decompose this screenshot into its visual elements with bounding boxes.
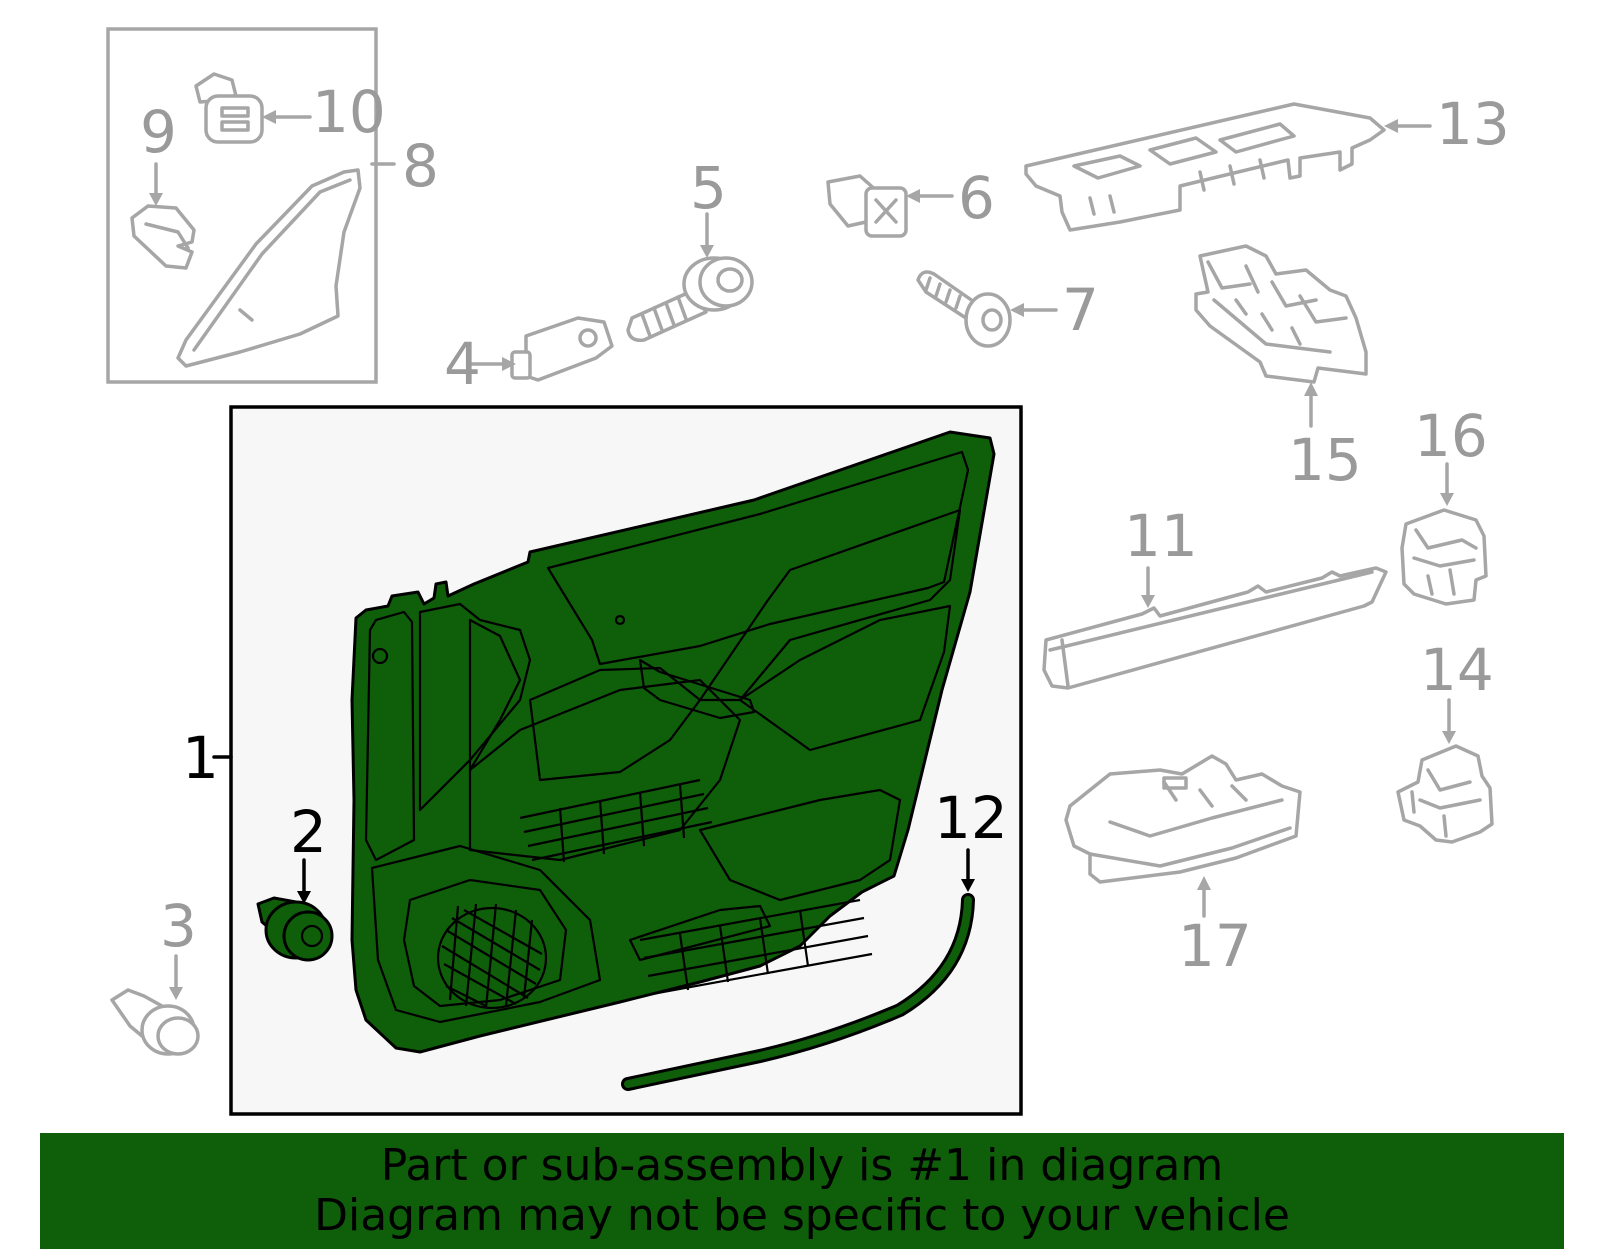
callout-16: 16 bbox=[1414, 402, 1488, 470]
part-8-garnish-icon[interactable] bbox=[176, 168, 362, 368]
part-15-window-switch-icon[interactable] bbox=[1194, 244, 1368, 384]
part-2-clip-icon[interactable] bbox=[256, 896, 334, 962]
callout-12: 12 bbox=[934, 784, 1008, 852]
callout-10: 10 bbox=[312, 78, 386, 146]
part-17-switch-bezel-icon[interactable] bbox=[1064, 754, 1302, 884]
part-9-cap-icon[interactable] bbox=[130, 204, 196, 270]
banner-line-2: Diagram may not be specific to your vehi… bbox=[314, 1190, 1290, 1241]
part-11-trim-strip-icon[interactable] bbox=[1042, 566, 1388, 690]
part-3-clip-icon[interactable] bbox=[110, 988, 200, 1056]
callout-5: 5 bbox=[690, 154, 727, 222]
part-10-clip-icon[interactable] bbox=[194, 72, 264, 144]
callout-15: 15 bbox=[1288, 426, 1362, 494]
callout-9: 9 bbox=[140, 98, 177, 166]
callout-8: 8 bbox=[402, 132, 439, 200]
part-7-screw-icon[interactable] bbox=[916, 270, 1012, 348]
callout-17: 17 bbox=[1178, 912, 1252, 980]
callout-13: 13 bbox=[1436, 90, 1510, 158]
callout-14: 14 bbox=[1420, 636, 1494, 704]
part-5-bolt-icon[interactable] bbox=[626, 256, 754, 343]
info-banner: Part or sub-assembly is #1 in diagram Di… bbox=[40, 1133, 1564, 1249]
part-4-bracket-icon[interactable] bbox=[510, 316, 614, 382]
callout-4: 4 bbox=[444, 330, 481, 398]
part-16-switch-icon[interactable] bbox=[1400, 508, 1488, 606]
callout-1: 1 bbox=[182, 724, 219, 792]
callout-2: 2 bbox=[290, 798, 327, 866]
callout-3: 3 bbox=[160, 892, 197, 960]
banner-line-1: Part or sub-assembly is #1 in diagram bbox=[380, 1140, 1224, 1191]
part-6-clip-icon[interactable] bbox=[826, 174, 908, 238]
callout-11: 11 bbox=[1124, 502, 1198, 570]
part-1-door-trim-panel-icon[interactable] bbox=[350, 430, 996, 1054]
part-13-switch-base-icon[interactable] bbox=[1024, 102, 1386, 232]
callout-6: 6 bbox=[958, 164, 995, 232]
part-12-weatherstrip-icon[interactable] bbox=[621, 893, 975, 1091]
callout-7: 7 bbox=[1062, 276, 1099, 344]
part-14-switch-icon[interactable] bbox=[1396, 744, 1494, 844]
